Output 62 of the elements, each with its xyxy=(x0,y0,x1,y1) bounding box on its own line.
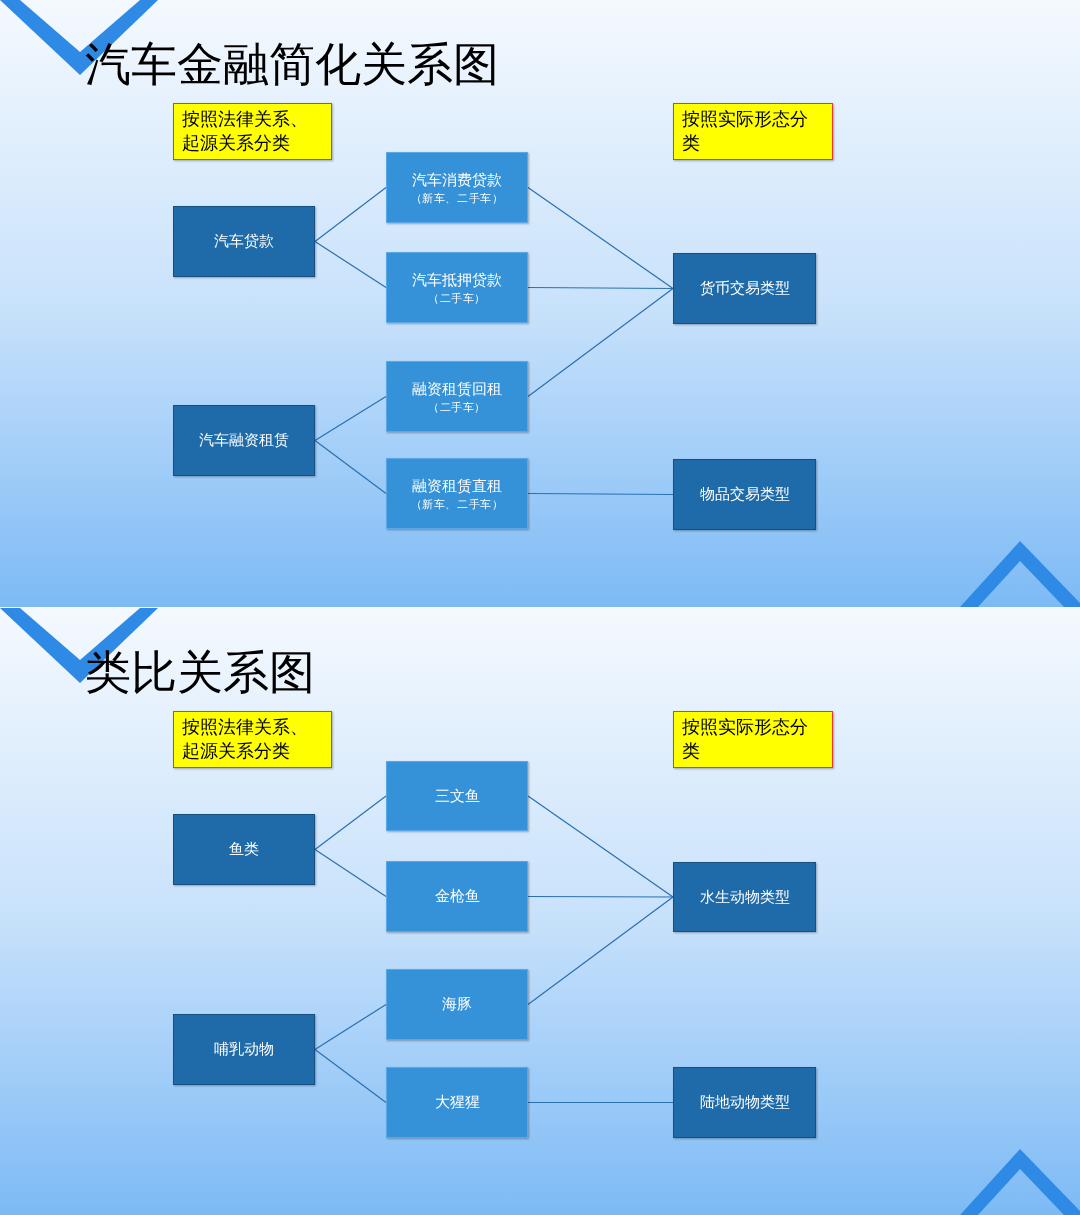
item-box xyxy=(386,969,528,1040)
item-box xyxy=(386,152,528,223)
note-box xyxy=(673,711,833,768)
connector-line xyxy=(314,186,387,243)
category-box xyxy=(673,459,816,530)
note-box xyxy=(173,711,332,768)
category-box xyxy=(673,253,816,324)
item-box xyxy=(386,361,528,432)
node-text: 汽车抵押贷款 xyxy=(412,270,502,292)
node-text: 鱼类 xyxy=(229,839,259,861)
note-box xyxy=(173,103,332,160)
connector-line xyxy=(527,287,674,398)
slide-title: 类比关系图 xyxy=(85,644,315,700)
connector-line xyxy=(527,186,674,290)
category-box xyxy=(673,862,816,932)
node-text: 水生动物类型 xyxy=(699,886,790,908)
node-text: 三文鱼 xyxy=(434,785,480,807)
category-box xyxy=(173,1014,315,1085)
item-box xyxy=(386,458,528,529)
node-text: 货币交易类型 xyxy=(699,278,790,300)
node-text: 汽车融资租赁 xyxy=(199,430,289,452)
connector-line xyxy=(314,439,387,495)
connector-line xyxy=(527,795,674,898)
slide-title: 汽车金融简化关系图 xyxy=(85,36,499,92)
item-box xyxy=(386,252,528,323)
category-box xyxy=(173,405,315,476)
item-box xyxy=(386,1067,528,1138)
connector-line xyxy=(314,240,387,289)
node-text: 融资租赁直租 xyxy=(412,476,502,498)
node-text: 汽车消费贷款 xyxy=(412,170,502,192)
connector-line xyxy=(527,492,674,496)
node-text: 哺乳动物 xyxy=(214,1039,274,1061)
category-box xyxy=(673,1067,816,1138)
category-box xyxy=(173,814,315,885)
node-text: 汽车贷款 xyxy=(214,231,274,253)
node-text: 陆地动物类型 xyxy=(699,1092,790,1114)
node-subtext: （二手车） xyxy=(428,400,486,415)
node-subtext: （新车、二手车） xyxy=(410,191,504,206)
node-subtext: （二手车） xyxy=(428,291,486,306)
connector-line xyxy=(527,286,674,290)
node-text: 按照法律关系、起源关系分类 xyxy=(182,107,309,155)
node-text: 物品交易类型 xyxy=(699,484,790,506)
node-text: 金枪鱼 xyxy=(434,886,480,908)
connector-line xyxy=(314,795,387,851)
note-box xyxy=(673,103,833,160)
connector-line xyxy=(527,896,674,1006)
node-text: 大猩猩 xyxy=(434,1092,480,1114)
connector-line xyxy=(314,1003,387,1051)
category-box xyxy=(173,206,315,277)
item-box xyxy=(386,861,528,932)
node-text: 按照实际形态分类 xyxy=(682,107,809,155)
connector-line xyxy=(527,895,674,898)
node-text: 按照法律关系、起源关系分类 xyxy=(182,715,309,763)
node-text: 融资租赁回租 xyxy=(412,379,502,401)
connector-line xyxy=(527,1101,674,1104)
connector-line xyxy=(314,848,387,898)
node-subtext: （新车、二手车） xyxy=(410,497,504,512)
connector-line xyxy=(314,395,387,442)
node-text: 海豚 xyxy=(442,994,472,1016)
node-text: 按照实际形态分类 xyxy=(682,715,809,763)
item-box xyxy=(386,761,528,831)
connector-line xyxy=(314,1048,387,1104)
